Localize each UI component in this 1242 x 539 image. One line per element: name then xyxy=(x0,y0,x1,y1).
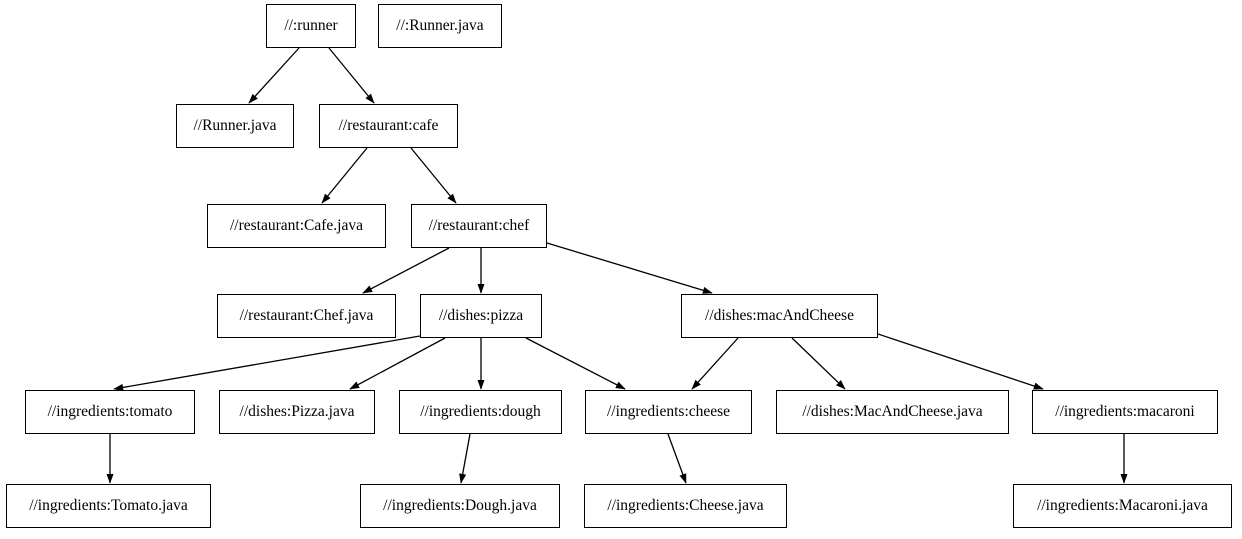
graph-edge-restaurant_chef-to-restaurant_Chef_java xyxy=(362,247,450,294)
graph-node-label: //restaurant:Chef.java xyxy=(239,307,374,325)
graph-node-dishes_pizza[interactable]: //dishes:pizza xyxy=(420,294,542,338)
graph-node-label: //Runner.java xyxy=(193,117,277,135)
graph-node-ingredients_Dough_java[interactable]: //ingredients:Dough.java xyxy=(360,484,560,528)
graph-node-label: //:Runner.java xyxy=(396,17,484,35)
graph-node-dishes_Pizza_java[interactable]: //dishes:Pizza.java xyxy=(219,390,375,434)
graph-node-dishes_MacAndCheese_java[interactable]: //dishes:MacAndCheese.java xyxy=(776,390,1009,434)
graph-edge-dishes_pizza-to-ingredients_cheese xyxy=(525,337,626,390)
graph-node-runner[interactable]: //:runner xyxy=(266,4,356,48)
graph-node-restaurant_cafe[interactable]: //restaurant:cafe xyxy=(319,104,458,148)
graph-edge-runner-to-restaurant_cafe xyxy=(328,47,375,104)
graph-edge-dishes_macAndCheese-to-ingredients_macaroni xyxy=(877,333,1044,390)
graph-edge-dishes_pizza-to-dishes_Pizza_java xyxy=(349,337,446,390)
graph-node-ingredients_Tomato_java[interactable]: //ingredients:Tomato.java xyxy=(6,484,211,528)
graph-node-label: //:runner xyxy=(284,17,338,35)
graph-edge-restaurant_cafe-to-restaurant_Cafe_java xyxy=(321,147,368,204)
graph-node-label: //restaurant:cafe xyxy=(338,117,439,135)
graph-node-ingredients_dough[interactable]: //ingredients:dough xyxy=(399,390,562,434)
graph-node-label: //dishes:macAndCheese xyxy=(705,307,854,325)
graph-node-label: //ingredients:dough xyxy=(420,403,541,421)
graph-edge-ingredients_cheese-to-ingredients_Cheese_java xyxy=(667,433,687,484)
graph-node-label: //dishes:MacAndCheese.java xyxy=(802,403,983,421)
graph-edge-dishes_macAndCheese-to-dishes_MacAndCheese_java xyxy=(791,337,846,390)
graph-edge-dishes_pizza-to-ingredients_tomato xyxy=(113,335,421,391)
graph-node-dishes_macAndCheese[interactable]: //dishes:macAndCheese xyxy=(681,294,878,338)
graph-node-ingredients_tomato[interactable]: //ingredients:tomato xyxy=(25,390,195,434)
graph-node-label: //ingredients:Tomato.java xyxy=(29,497,188,515)
graph-node-label: //dishes:Pizza.java xyxy=(239,403,355,421)
graph-edge-runner-to-Runner_java xyxy=(248,47,300,104)
graph-node-restaurant_chef[interactable]: //restaurant:chef xyxy=(411,204,547,248)
graph-node-ingredients_cheese[interactable]: //ingredients:cheese xyxy=(585,390,752,434)
graph-edge-restaurant_cafe-to-restaurant_chef xyxy=(410,147,457,204)
graph-node-ingredients_macaroni[interactable]: //ingredients:macaroni xyxy=(1032,390,1218,434)
graph-node-root_Runner_java[interactable]: //:Runner.java xyxy=(378,4,502,48)
graph-node-ingredients_Macaroni_java[interactable]: //ingredients:Macaroni.java xyxy=(1013,484,1232,528)
graph-edge-restaurant_chef-to-dishes_macAndCheese xyxy=(546,242,713,294)
graph-node-Runner_java[interactable]: //Runner.java xyxy=(176,104,294,148)
graph-edge-dishes_macAndCheese-to-ingredients_cheese xyxy=(691,337,739,390)
graph-node-label: //restaurant:chef xyxy=(428,217,530,235)
graph-node-label: //restaurant:Cafe.java xyxy=(230,217,363,235)
graph-node-restaurant_Cafe_java[interactable]: //restaurant:Cafe.java xyxy=(207,204,386,248)
graph-node-label: //ingredients:cheese xyxy=(606,403,731,421)
graph-node-label: //dishes:pizza xyxy=(438,307,524,325)
graph-node-restaurant_Chef_java[interactable]: //restaurant:Chef.java xyxy=(217,294,396,338)
graph-node-label: //ingredients:tomato xyxy=(47,403,173,421)
graph-node-label: //ingredients:macaroni xyxy=(1055,403,1195,421)
graph-edge-ingredients_dough-to-ingredients_Dough_java xyxy=(459,433,471,484)
graph-node-ingredients_Cheese_java[interactable]: //ingredients:Cheese.java xyxy=(584,484,787,528)
graph-node-label: //ingredients:Dough.java xyxy=(383,497,537,515)
graph-node-label: //ingredients:Macaroni.java xyxy=(1037,497,1208,515)
graph-node-label: //ingredients:Cheese.java xyxy=(607,497,764,515)
